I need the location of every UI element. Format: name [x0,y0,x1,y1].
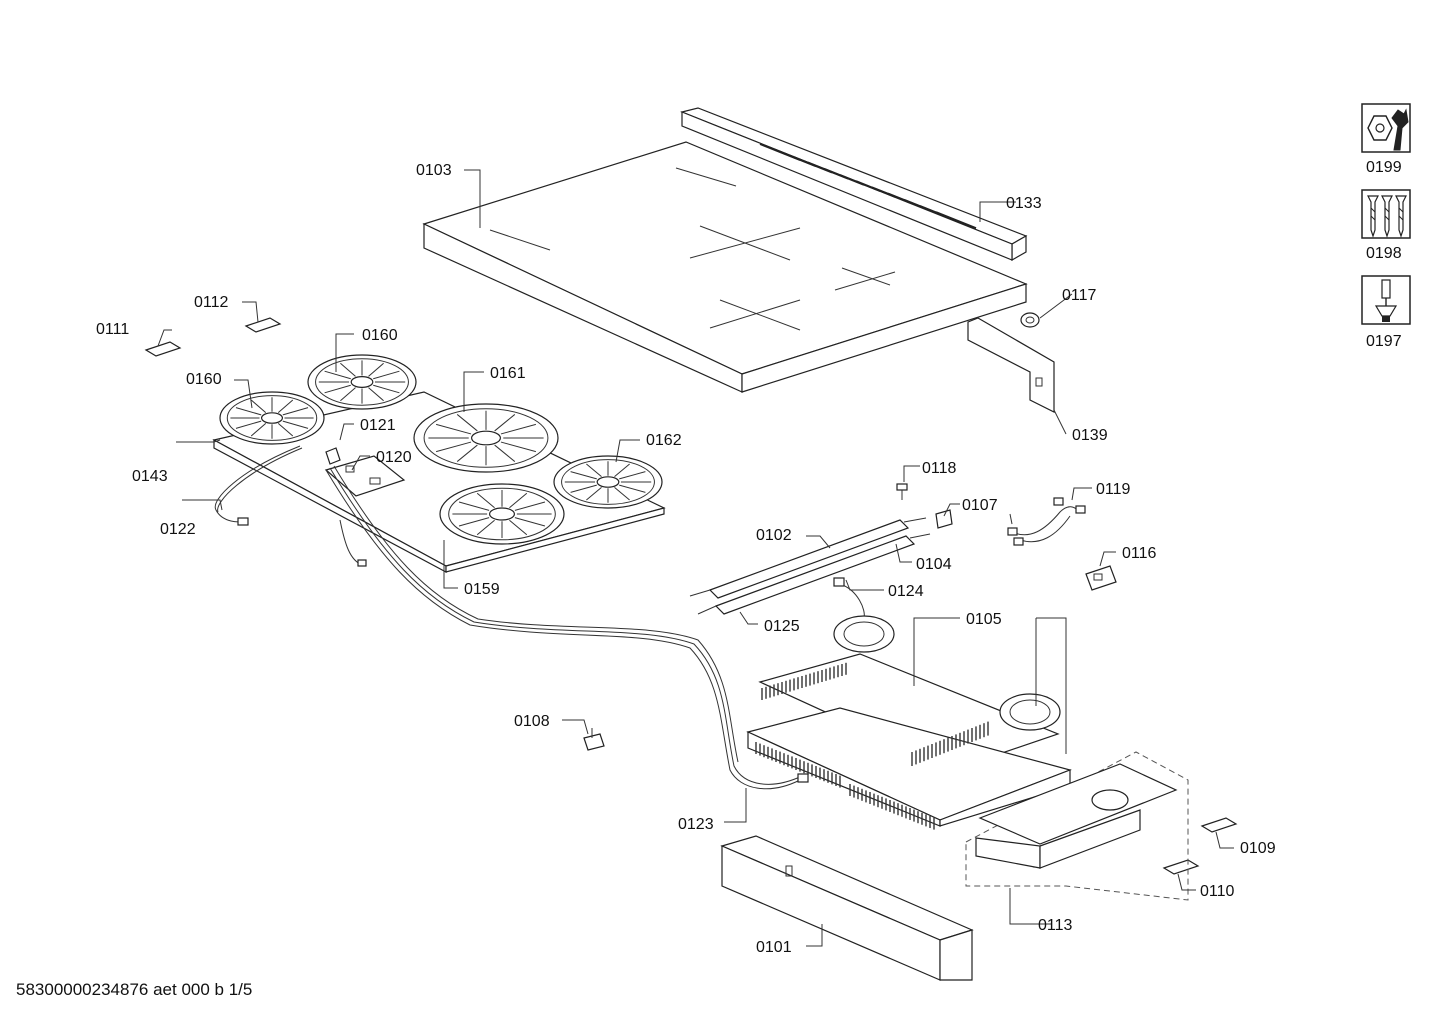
glass-ceramic-top[interactable] [422,141,1028,393]
foot-pad-0109[interactable] [1200,817,1238,833]
rubber-buffer[interactable] [1020,312,1040,328]
callout-0109: 0109 [1240,840,1276,857]
sensor-cable[interactable] [833,577,865,619]
power-electronics-module[interactable] [746,615,1091,868]
front-trim-strip[interactable] [720,835,974,981]
legend-screws[interactable]: 0198 [1361,189,1411,262]
callout-0104: 0104 [916,556,952,573]
nut-wrench-icon [1367,115,1393,141]
legend-nut-wrench[interactable]: 0199 [1361,103,1411,176]
callout-0120: 0120 [376,449,412,466]
foot-pad-0110[interactable] [1162,859,1200,875]
callout-0122: 0122 [160,521,196,538]
cable-harness[interactable] [214,445,367,567]
callout-0159: 0159 [464,581,500,598]
latch-part[interactable] [1085,565,1117,591]
callout-0160-lower: 0160 [186,371,222,388]
legend-label-0199: 0199 [1366,159,1402,176]
foot-pad-0111[interactable] [144,341,182,357]
callout-0125: 0125 [764,618,800,635]
induction-coil-0159[interactable] [439,483,565,545]
auxiliary-module[interactable] [965,751,1189,901]
callout-0143: 0143 [132,468,168,485]
callout-0111: 0111 [96,321,129,338]
callout-0108: 0108 [514,713,550,730]
callout-0113: 0113 [1038,917,1073,934]
leader-lines [157,169,1234,947]
callout-0116: 0116 [1122,545,1157,562]
callout-0161: 0161 [490,365,526,382]
control-module[interactable] [324,447,406,497]
callout-0162: 0162 [646,432,682,449]
vent-strip[interactable] [680,107,1028,262]
callout-0121: 0121 [360,417,396,434]
induction-coil-0162[interactable] [553,455,663,509]
callout-0102: 0102 [756,527,792,544]
callout-0105: 0105 [966,611,1002,628]
callout-0133: 0133 [1006,195,1042,212]
heat-sink-rods[interactable] [689,517,931,615]
callout-0118: 0118 [922,460,957,477]
callout-0117: 0117 [1062,287,1097,304]
callout-0112: 0112 [194,294,229,311]
mounting-bracket[interactable] [967,317,1055,413]
callout-0139: 0139 [1072,427,1108,444]
induction-coil-0160-left[interactable] [219,391,325,445]
callout-0123: 0123 [678,816,714,833]
main-cable[interactable] [325,465,809,790]
connector-part[interactable] [583,728,605,751]
legend-label-0197: 0197 [1366,333,1402,350]
callout-0107: 0107 [962,497,998,514]
document-id: 58300000234876 aet 000 b 1/5 [16,980,253,999]
legend-screwdriver[interactable]: 0197 [1361,275,1411,350]
callout-0119: 0119 [1096,481,1131,498]
screws-icon [1367,195,1407,238]
callout-0124: 0124 [888,583,924,600]
legend-label-0198: 0198 [1366,245,1402,262]
callout-0103: 0103 [416,162,452,179]
callout-0101: 0101 [756,939,792,956]
callout-0160-upper: 0160 [362,327,398,344]
callout-0110: 0110 [1200,883,1235,900]
screwdriver-icon [1374,279,1398,322]
foot-pad-0112[interactable] [244,317,282,333]
coil-carrier-plate[interactable] [212,391,666,574]
clip-part[interactable] [935,509,953,529]
wire-harness-small[interactable] [1007,497,1086,546]
callout-labels: 0103 0133 0117 0139 0111 0112 0160 0160 … [96,162,1276,956]
induction-coil-0161[interactable] [413,403,559,473]
screw-part[interactable] [896,483,908,500]
induction-coil-0160-rear[interactable] [307,354,417,410]
